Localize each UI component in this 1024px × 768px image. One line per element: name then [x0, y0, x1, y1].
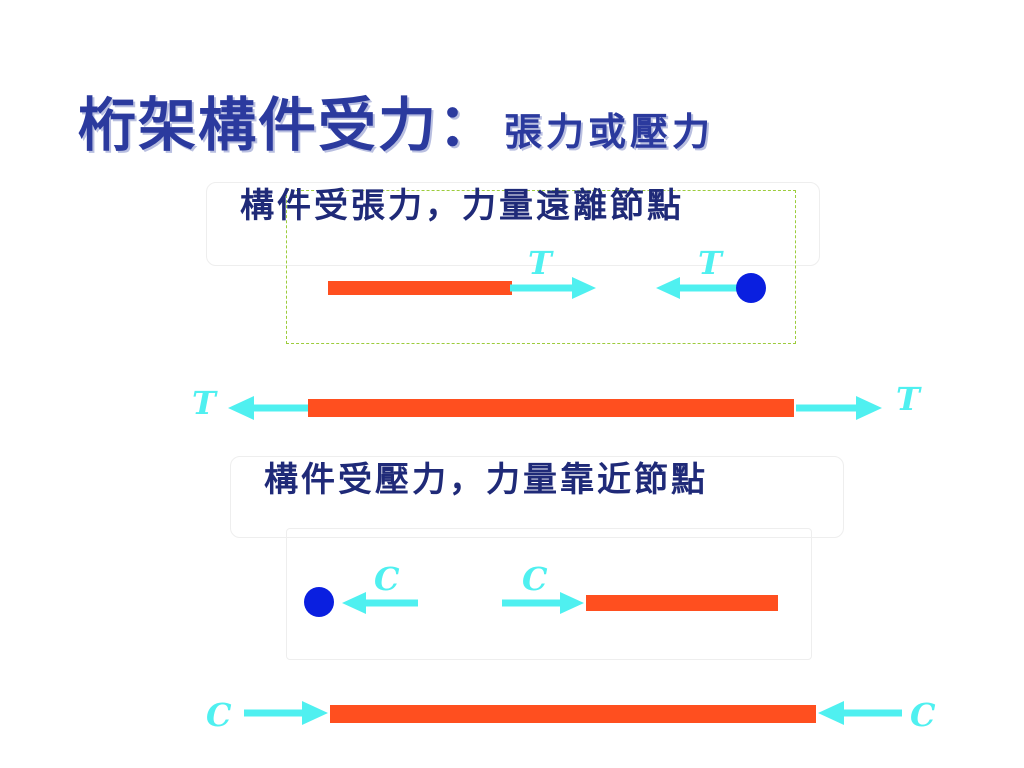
compression-label-joint: C — [374, 560, 400, 598]
tension-caption: 構件受張力，力量遠離節點 — [240, 186, 684, 226]
slide-title: 桁架構件受力：張力或壓力 — [78, 78, 714, 162]
compression-member-segment — [586, 595, 778, 611]
tension-label-member: T — [528, 244, 554, 282]
tension-arrow-right — [796, 396, 882, 420]
compression-arrow-left — [244, 701, 328, 725]
compression-joint — [304, 587, 334, 617]
compression-arrow-right — [818, 701, 902, 725]
title-sub: 張力或壓力 — [504, 109, 715, 154]
tension-arrow-joint — [656, 277, 740, 299]
compression-detail-frame — [286, 528, 812, 660]
compression-label-member: C — [522, 560, 548, 598]
compression-label-right: C — [910, 696, 936, 734]
tension-detail-frame — [286, 190, 796, 344]
tension-member — [308, 399, 794, 417]
tension-caption-box — [206, 182, 820, 266]
tension-arrow-member — [510, 277, 596, 299]
tension-label-right: T — [896, 380, 922, 418]
compression-caption-box — [230, 456, 844, 538]
tension-arrow-left — [228, 396, 308, 420]
tension-label-left: T — [192, 384, 218, 422]
compression-label-left: C — [206, 696, 232, 734]
title-main: 桁架構件受力： — [78, 91, 499, 159]
tension-joint — [736, 273, 766, 303]
compression-arrow-member — [502, 592, 584, 614]
tension-label-joint: T — [698, 244, 724, 282]
tension-member-segment — [328, 281, 512, 295]
compression-member — [330, 705, 816, 723]
compression-caption: 構件受壓力，力量靠近節點 — [264, 460, 708, 500]
compression-arrow-joint — [342, 592, 418, 614]
